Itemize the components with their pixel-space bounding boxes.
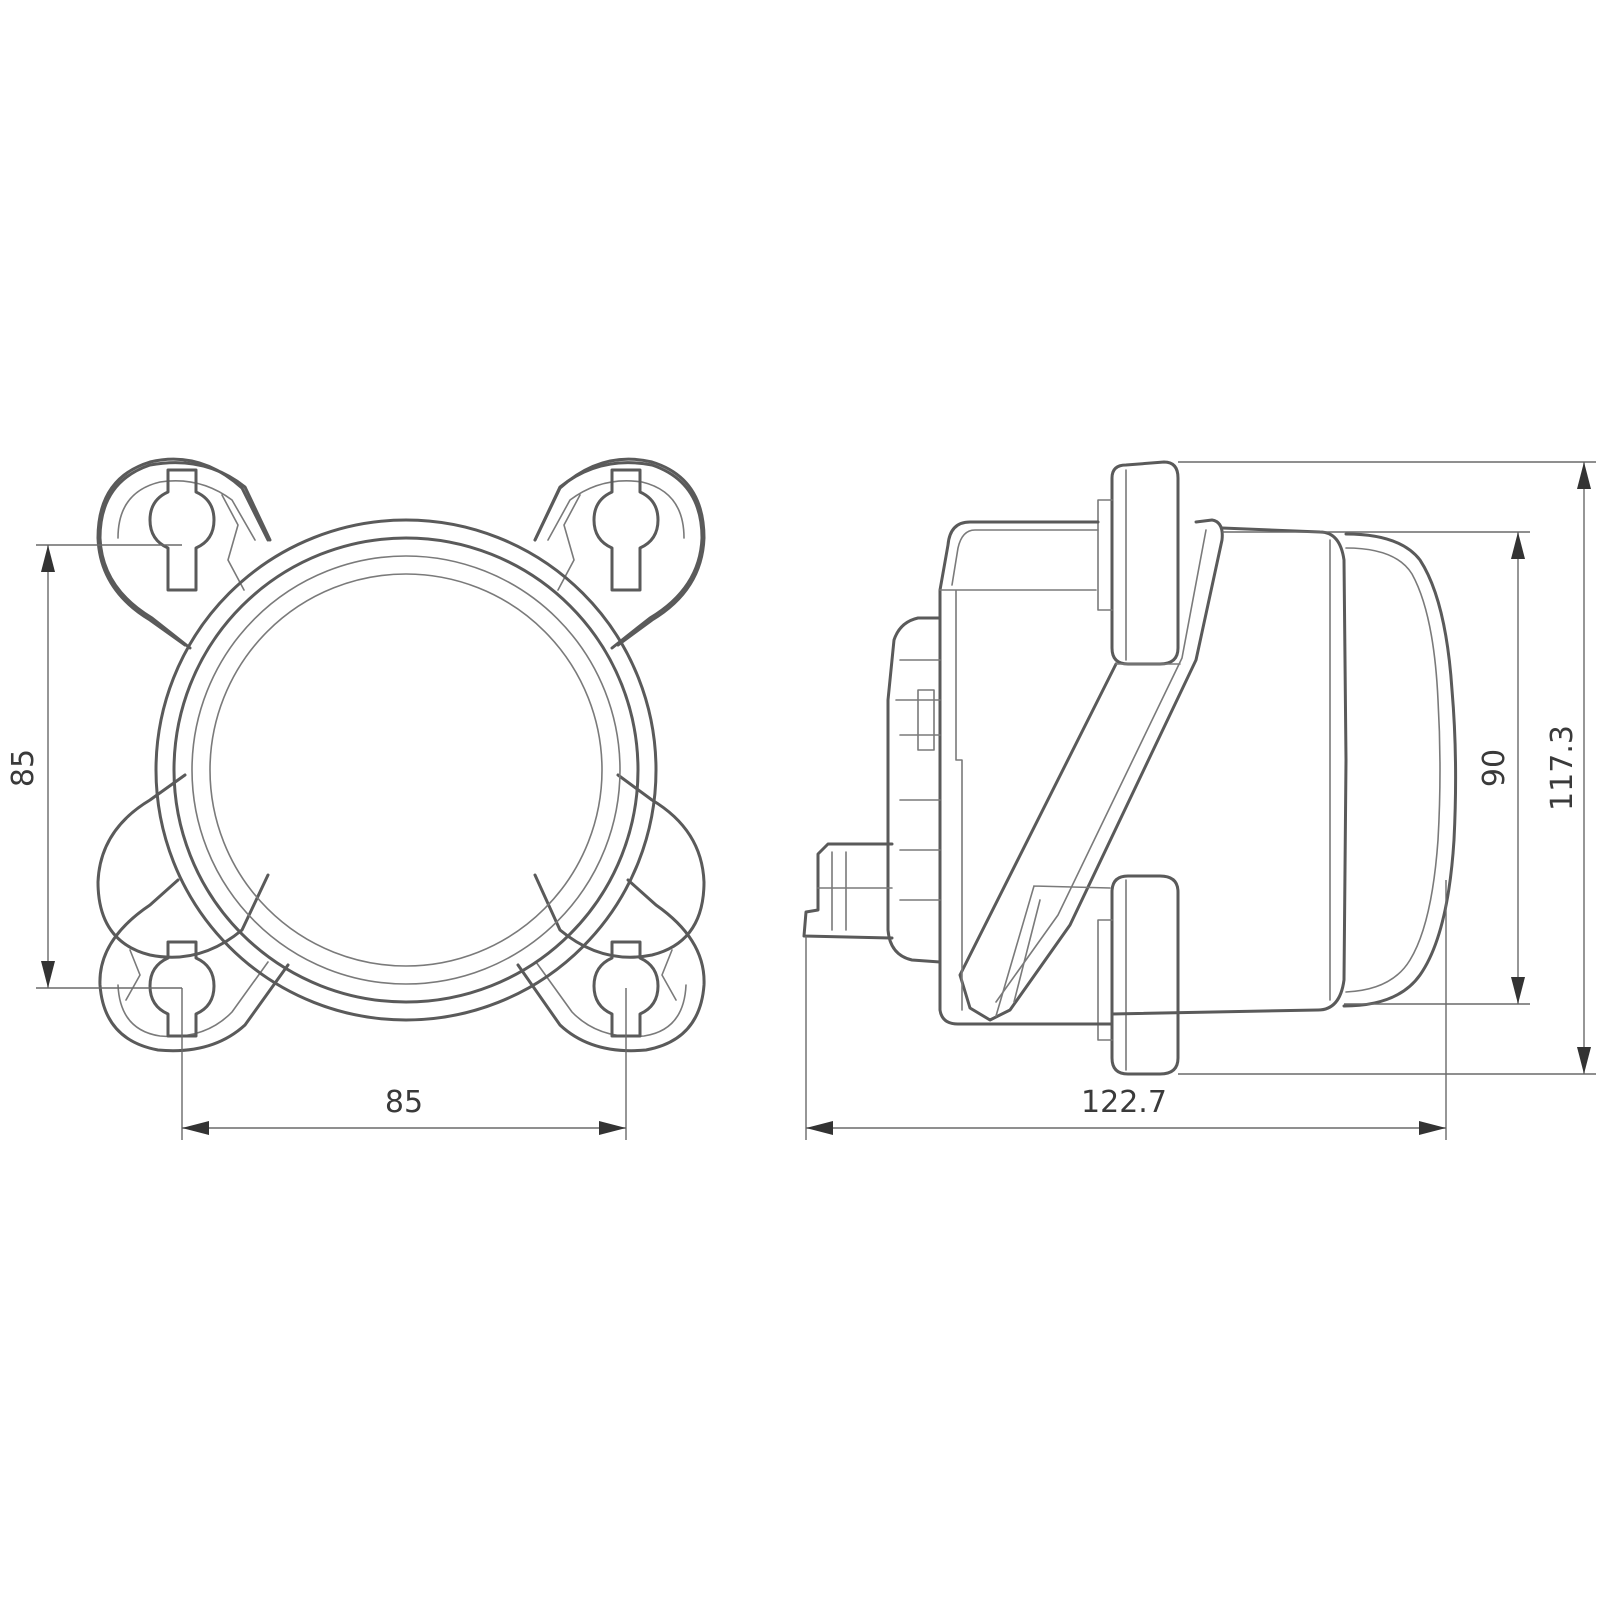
ear-detail-lines xyxy=(117,480,687,1038)
rear-cap xyxy=(886,616,942,964)
front-height-dimension: 85 xyxy=(6,545,55,988)
front-width-label: 85 xyxy=(385,1085,423,1120)
housing-inner-ring xyxy=(172,536,640,1004)
flange-inner-lines xyxy=(1097,469,1127,1071)
keyhole-slot-bottom-left xyxy=(148,940,216,1038)
ear-bottom-left xyxy=(98,878,290,1053)
rear-housing xyxy=(938,520,1114,1026)
front-view: 85 85 xyxy=(6,457,706,1140)
diagonal-bracket xyxy=(958,518,1224,1022)
housing-outer-ring xyxy=(154,518,658,1022)
plug-connector-detail xyxy=(817,851,893,931)
rear-cap-ribs xyxy=(895,659,941,901)
keyhole-slot-top-right xyxy=(592,468,660,592)
side-length-label: 122.7 xyxy=(1081,1085,1167,1120)
front-flange-lower xyxy=(1110,874,1180,1076)
front-body xyxy=(1110,526,1348,1016)
lens-dome xyxy=(1342,532,1458,1008)
bezel-ring xyxy=(191,555,621,985)
lens-dome-inner xyxy=(1345,547,1441,993)
ear-top-left xyxy=(98,461,272,650)
lower-bracket-foot xyxy=(995,885,1111,1017)
ear-top-right xyxy=(533,461,704,650)
overall-height-label: 117.3 xyxy=(1545,725,1580,811)
lens-diameter-dimension: 90 xyxy=(1477,532,1525,1004)
front-flange xyxy=(1110,460,1180,666)
side-view: 122.7 90 117.3 xyxy=(802,460,1596,1140)
diagonal-bracket-inner xyxy=(995,529,1207,1003)
plug-connector xyxy=(802,842,894,940)
lens xyxy=(209,573,603,967)
keyhole-slot-bottom-right xyxy=(592,940,660,1038)
lens-diameter-label: 90 xyxy=(1477,749,1512,787)
side-length-dimension: 122.7 xyxy=(806,1085,1446,1135)
mounting-flange xyxy=(96,457,706,959)
front-height-label: 85 xyxy=(6,749,41,787)
rear-housing-inner xyxy=(939,529,1099,1011)
front-width-dimension: 85 xyxy=(182,1085,626,1135)
keyhole-slot-top-left xyxy=(148,468,216,592)
ear-bottom-right xyxy=(516,878,706,1053)
overall-height-dimension: 117.3 xyxy=(1545,462,1591,1074)
